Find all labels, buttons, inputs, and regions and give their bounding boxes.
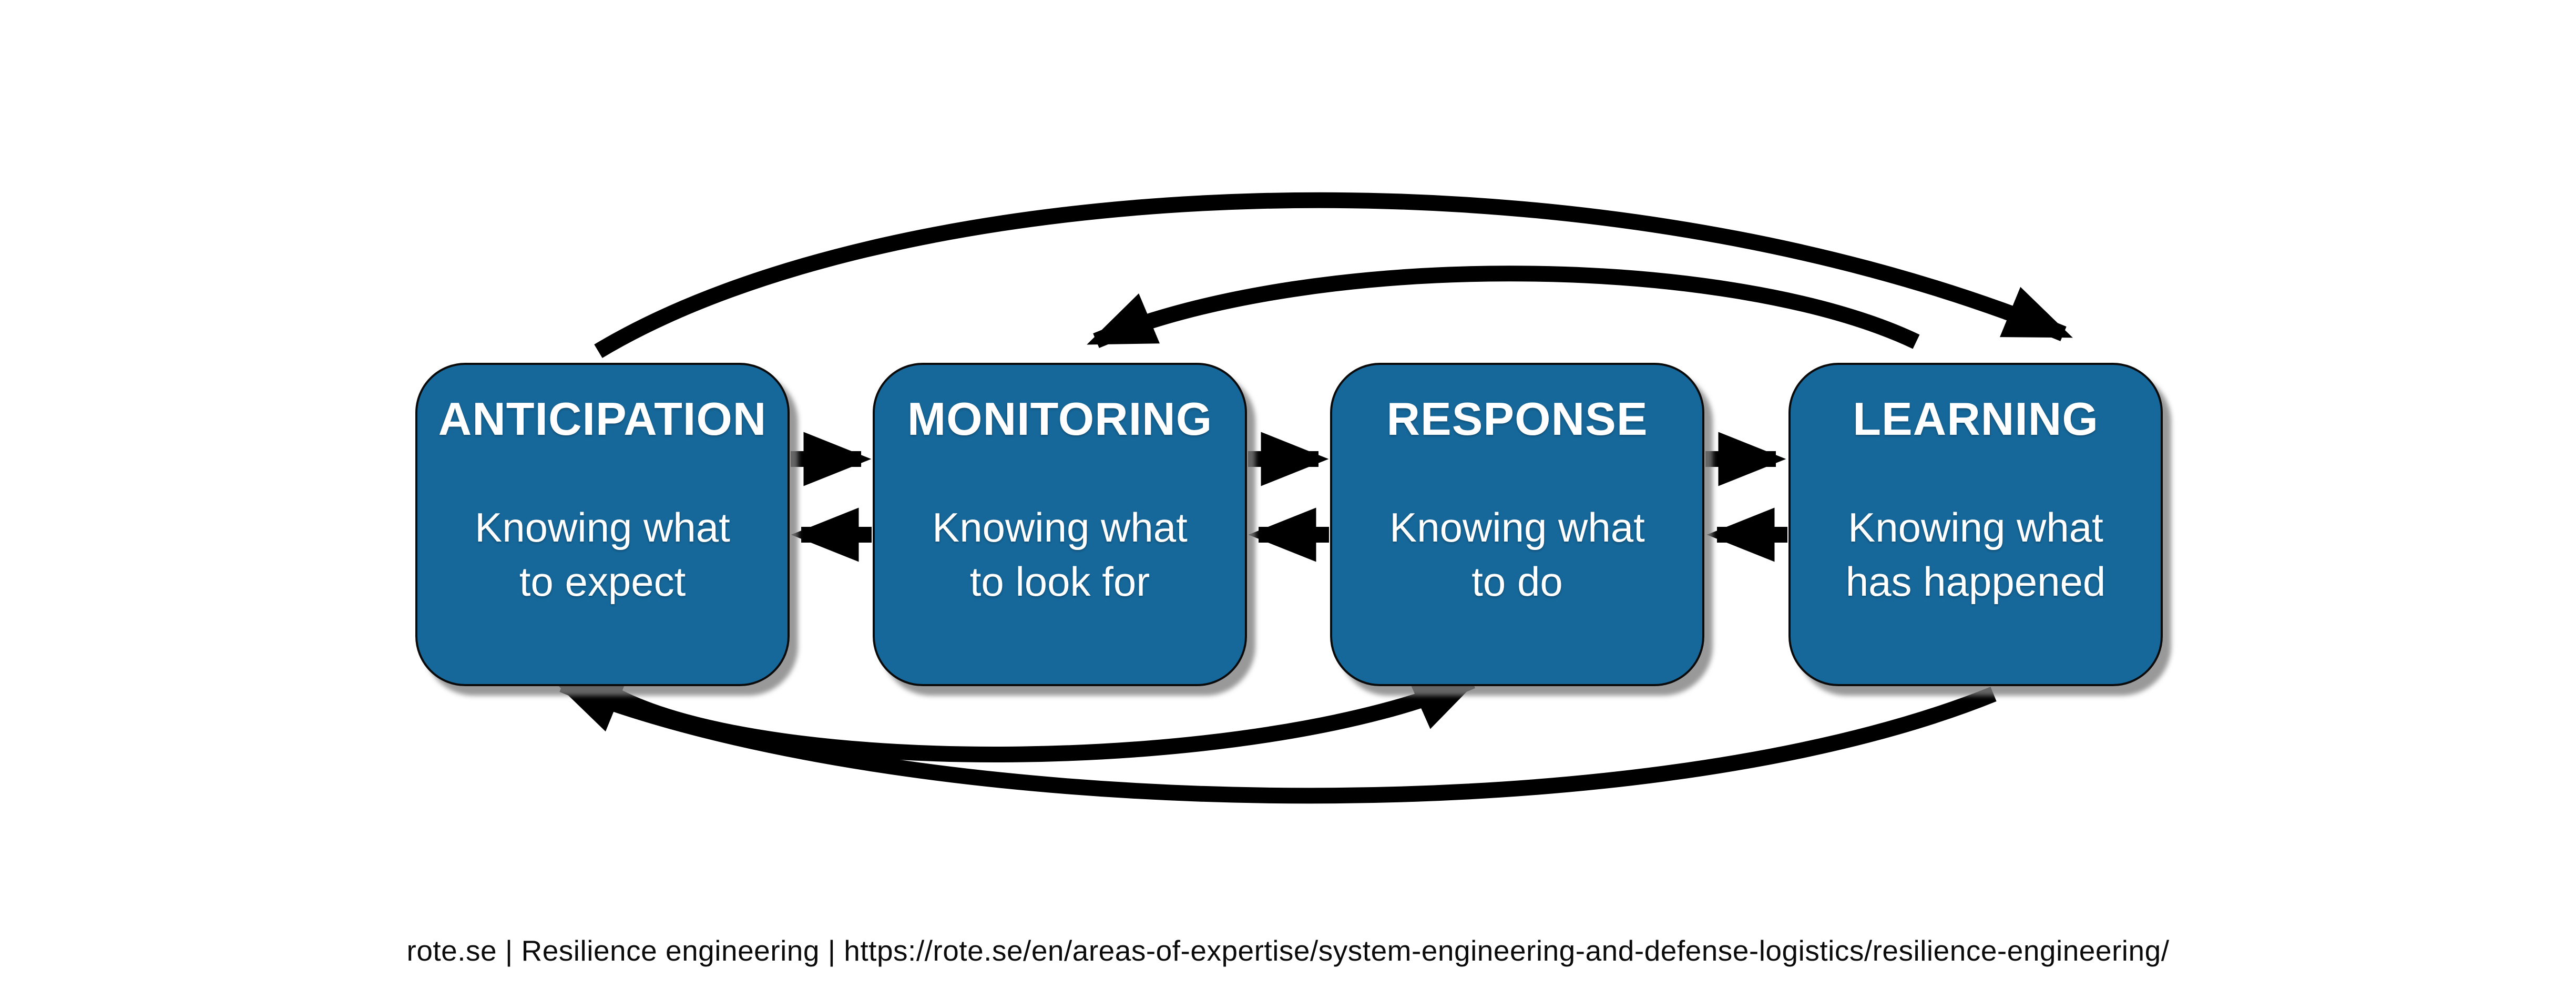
- box-subtitle-line1: Knowing what: [1389, 504, 1645, 551]
- box-learning: LEARNING Knowing what has happened: [1788, 363, 2163, 686]
- arc-learning-to-monitoring: [1087, 266, 1920, 349]
- box-anticipation: ANTICIPATION Knowing what to expect: [415, 363, 790, 686]
- box-monitoring: MONITORING Knowing what to look for: [873, 363, 1247, 686]
- box-title: LEARNING: [1853, 393, 2099, 445]
- box-response: RESPONSE Knowing what to do: [1330, 363, 1704, 686]
- box-subtitle-line2: to expect: [519, 558, 686, 605]
- box-title: ANTICIPATION: [438, 393, 767, 445]
- box-subtitle: Knowing what has happened: [1846, 501, 2105, 609]
- box-subtitle-line1: Knowing what: [475, 504, 730, 551]
- box-subtitle-line1: Knowing what: [932, 504, 1188, 551]
- box-subtitle: Knowing what to expect: [475, 501, 730, 609]
- arc-anticipation-to-learning: [594, 192, 2073, 358]
- box-subtitle: Knowing what to look for: [932, 501, 1188, 609]
- footer-caption: rote.se | Resilience engineering | https…: [406, 934, 2170, 967]
- box-title: MONITORING: [907, 393, 1213, 445]
- box-subtitle-line2: has happened: [1845, 558, 2106, 605]
- box-title: RESPONSE: [1386, 393, 1648, 445]
- box-subtitle-line1: Knowing what: [1848, 504, 2103, 551]
- box-subtitle-line2: to do: [1471, 558, 1563, 605]
- box-subtitle-line2: to look for: [969, 558, 1150, 605]
- arc-learning-to-anticipation: [553, 677, 1997, 804]
- box-subtitle: Knowing what to do: [1389, 501, 1645, 609]
